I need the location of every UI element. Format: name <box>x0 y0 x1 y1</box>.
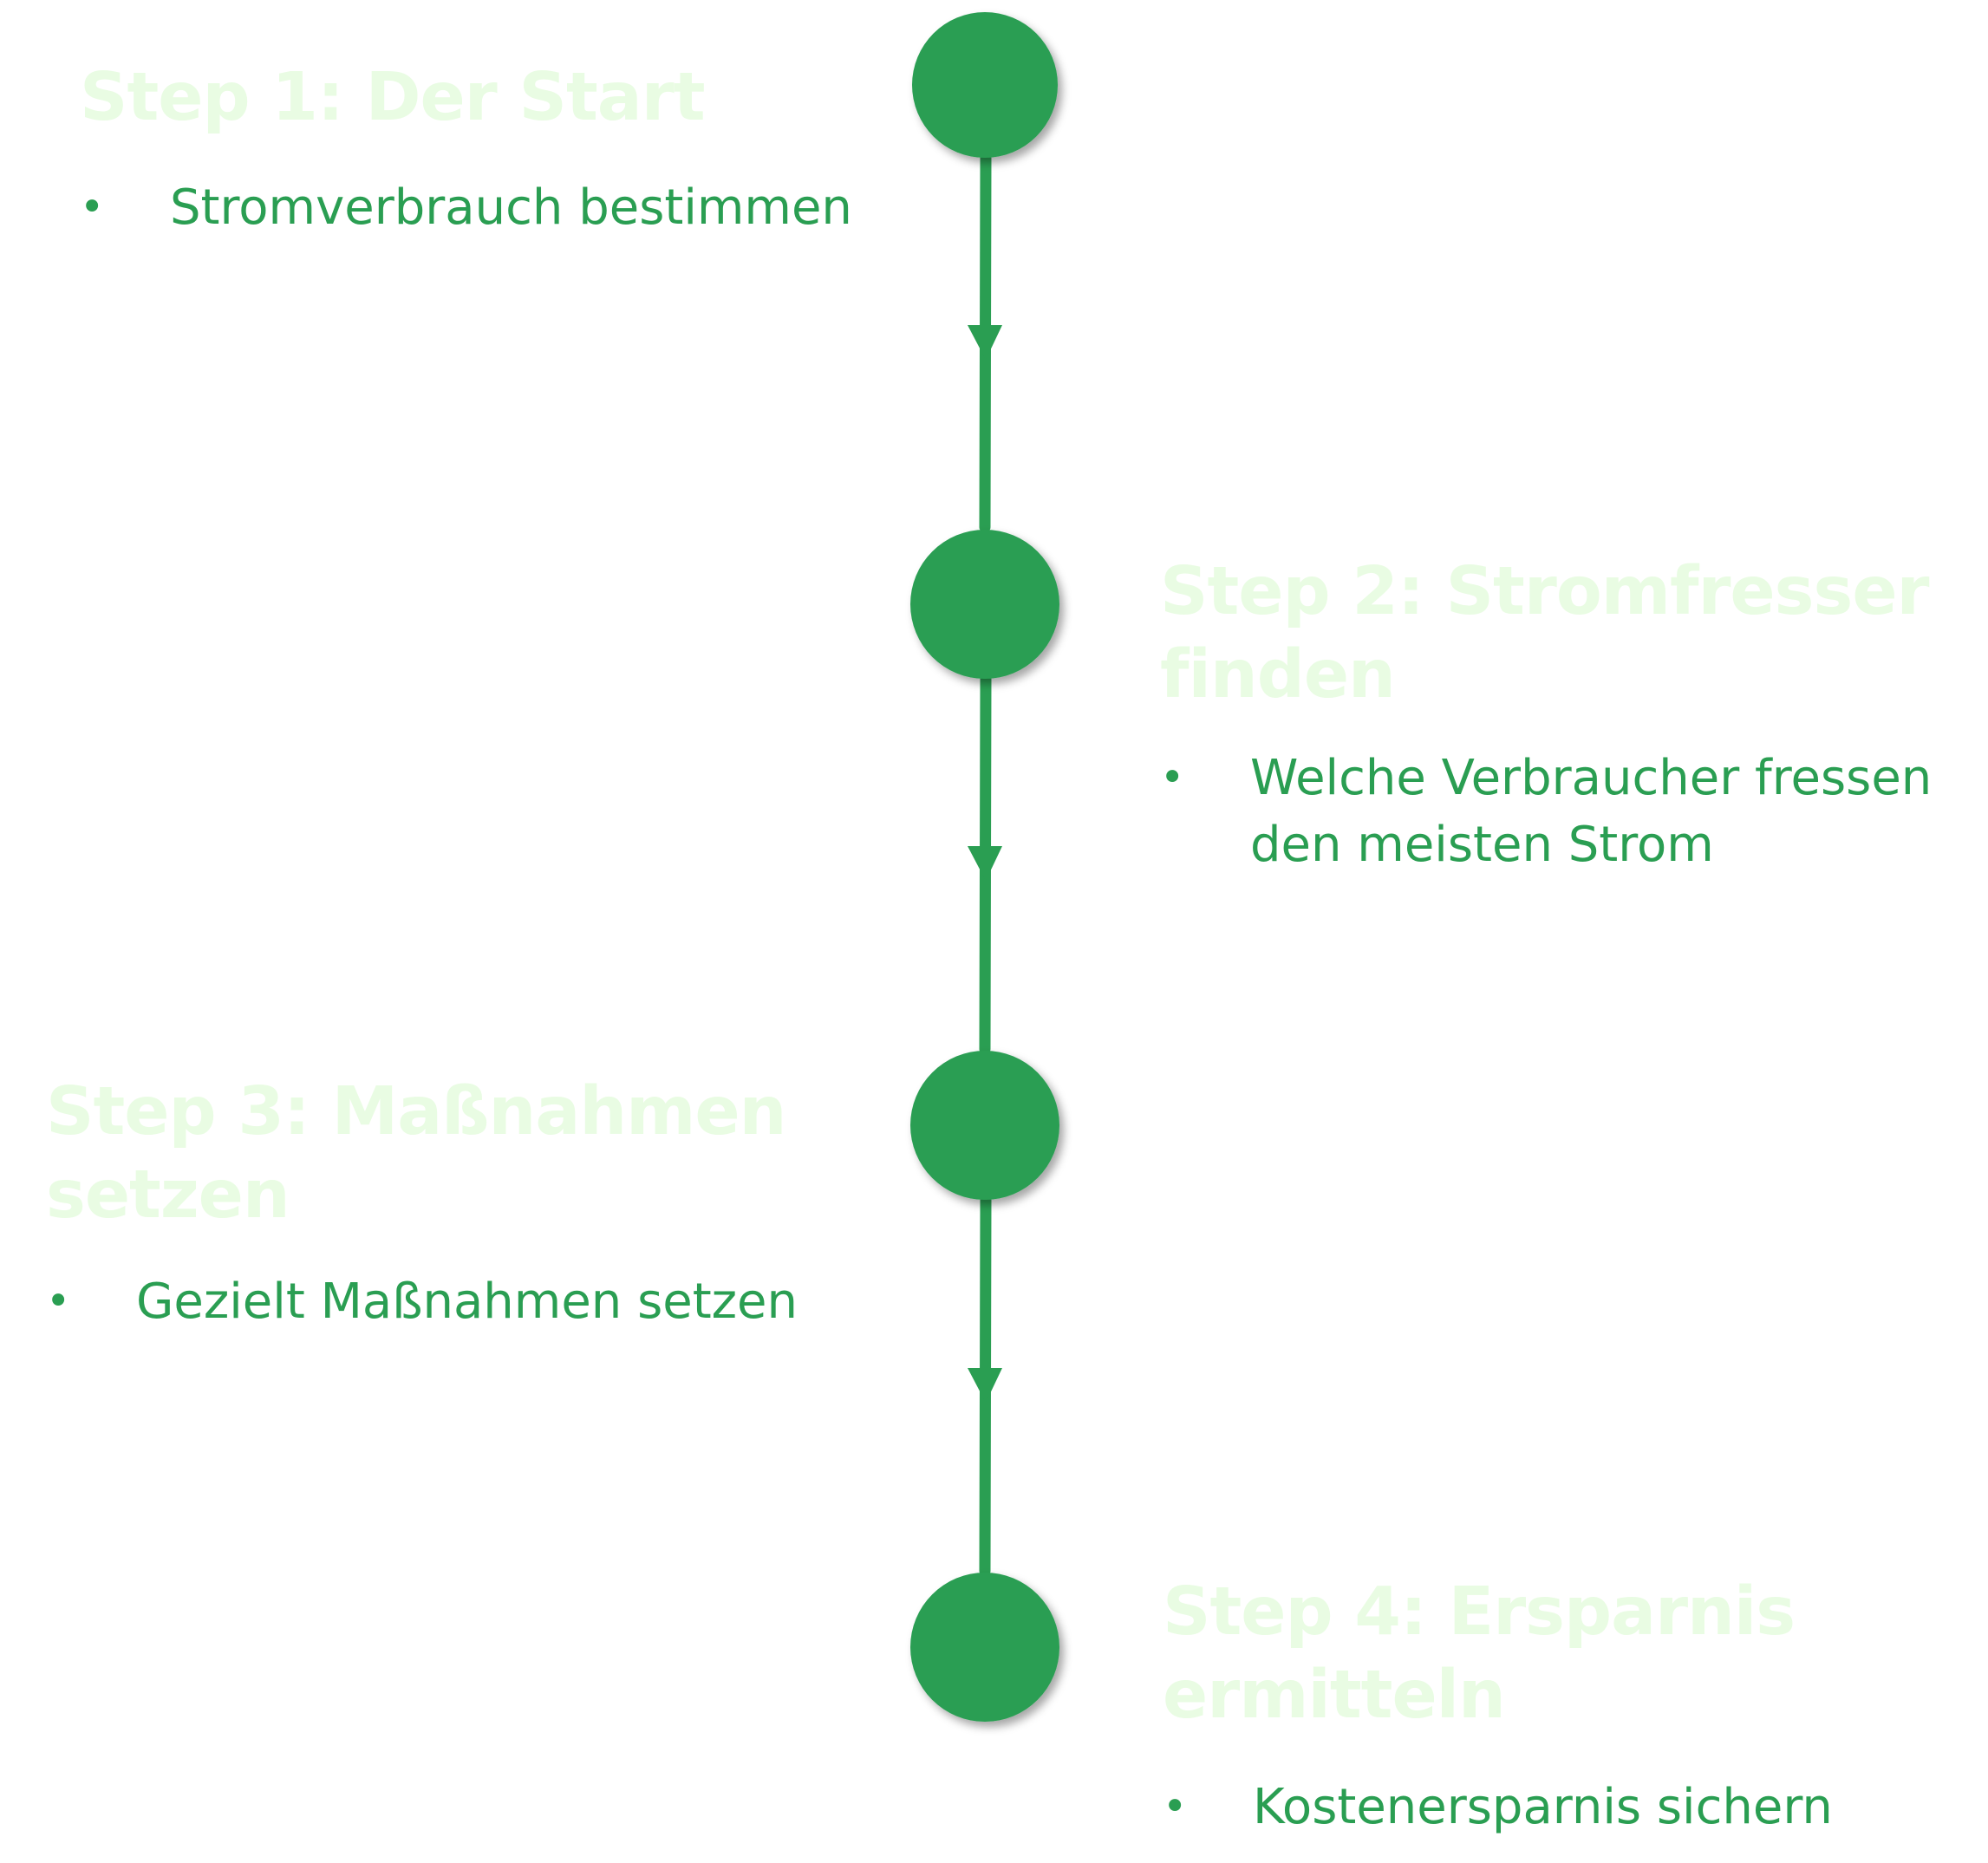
bullet-text: Gezielt Maßnahmen setzen <box>136 1273 798 1330</box>
step-node-1 <box>912 12 1058 158</box>
step-title: Step 4: Ersparnis ermitteln <box>1163 1573 1796 1734</box>
bullet-icon: • <box>80 183 105 231</box>
bullet-icon: • <box>46 1277 71 1326</box>
bullet-text: Welche Verbraucher fressen den meisten S… <box>1250 750 1933 873</box>
bullet-text: Kostenersparnis sichern <box>1253 1779 1833 1835</box>
step-4: Step 4: Ersparnis ermitteln • Kostenerspa… <box>1163 1571 1978 1840</box>
step-2: Step 2: Stromfresser finden • Welche Verb… <box>1160 550 1975 878</box>
list-item: • Stromverbrauch bestimmen <box>80 174 947 241</box>
step-node-2 <box>910 530 1059 679</box>
step-title: Step 2: Stromfresser finden <box>1160 553 1930 713</box>
bullet-list: • Gezielt Maßnahmen setzen <box>46 1268 913 1335</box>
step-node-3 <box>910 1051 1059 1200</box>
bullet-icon: • <box>1160 753 1185 802</box>
arrow-head-1 <box>968 325 1002 360</box>
bullet-list: • Stromverbrauch bestimmen <box>80 174 947 241</box>
bullet-list: • Kostenersparnis sichern <box>1163 1774 1978 1840</box>
list-item: • Kostenersparnis sichern <box>1163 1774 1978 1840</box>
list-item: • Welche Verbraucher fressen den meisten … <box>1160 745 1975 878</box>
step-title: Step 1: Der Start <box>80 59 706 136</box>
bullet-list: • Welche Verbraucher fressen den meisten … <box>1160 745 1975 878</box>
arrow-head-2 <box>968 846 1002 881</box>
bullet-icon: • <box>1163 1782 1188 1831</box>
step-3: Step 3: Maßnahmen setzen • Gezielt Maßnah… <box>46 1071 913 1335</box>
bullet-text: Stromverbrauch bestimmen <box>170 179 852 236</box>
list-item: • Gezielt Maßnahmen setzen <box>46 1268 913 1335</box>
step-1: Step 1: Der Start • Stromverbrauch bestim… <box>80 56 947 241</box>
step-title: Step 3: Maßnahmen setzen <box>46 1073 786 1234</box>
step-node-4 <box>910 1573 1059 1722</box>
arrow-head-3 <box>968 1368 1002 1403</box>
